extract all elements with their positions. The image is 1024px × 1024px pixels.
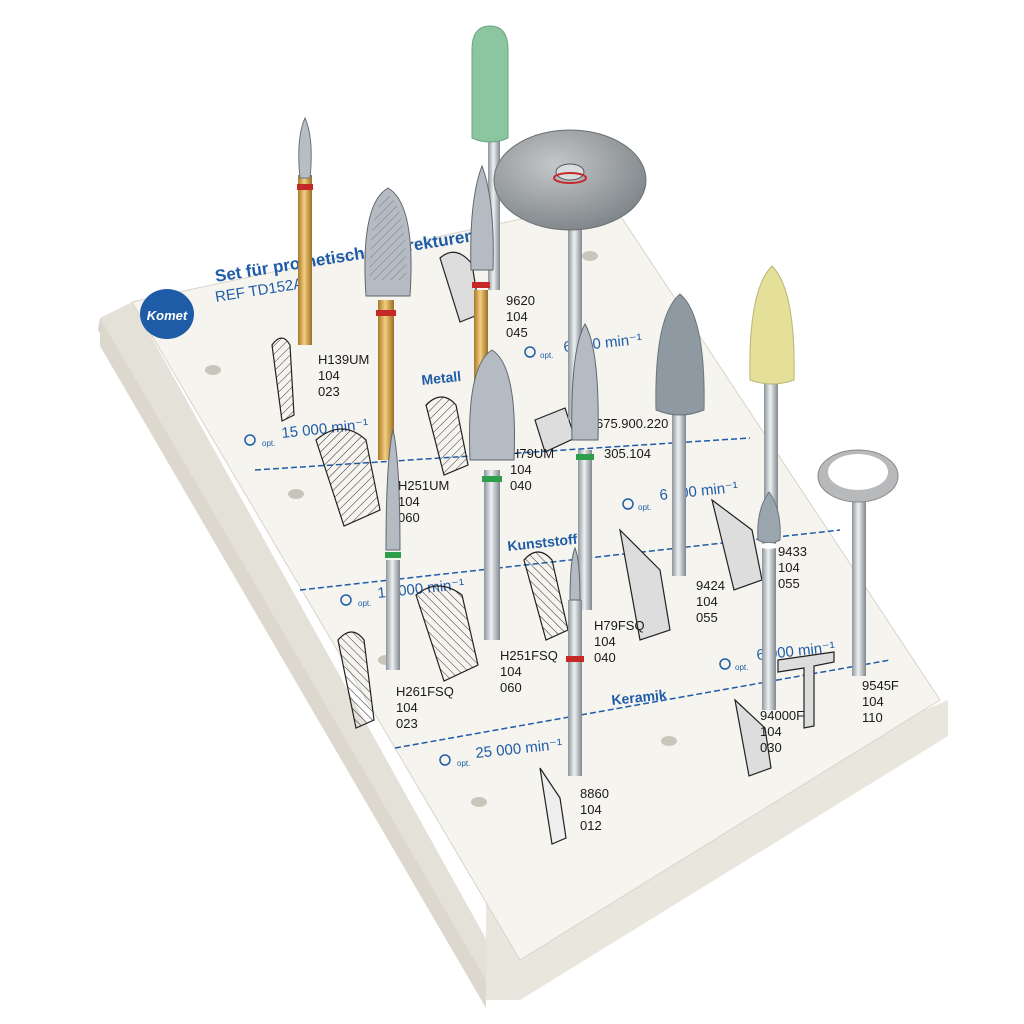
svg-text:104: 104 — [594, 634, 616, 649]
svg-text:055: 055 — [696, 610, 718, 625]
polisher-9424 — [655, 293, 705, 576]
svg-text:104: 104 — [760, 724, 782, 739]
bur-h261fsq — [385, 429, 401, 670]
label-h79um: H79UM 104 040 — [510, 446, 554, 493]
logo-text: Komet — [147, 308, 188, 323]
label-h79fsq: H79FSQ 104 040 — [594, 618, 645, 665]
svg-text:opt.: opt. — [457, 759, 470, 768]
svg-text:030: 030 — [760, 740, 782, 755]
svg-text:023: 023 — [396, 716, 418, 731]
svg-text:675.900.220: 675.900.220 — [596, 416, 668, 431]
svg-text:H79FSQ: H79FSQ — [594, 618, 645, 633]
svg-text:104: 104 — [500, 664, 522, 679]
label-9424: 9424 104 055 — [696, 578, 725, 625]
polisher-9545f — [817, 449, 899, 676]
svg-text:H139UM: H139UM — [318, 352, 369, 367]
svg-text:104: 104 — [696, 594, 718, 609]
svg-text:023: 023 — [318, 384, 340, 399]
svg-text:055: 055 — [778, 576, 800, 591]
svg-text:H79UM: H79UM — [510, 446, 554, 461]
code-labels: H139UM 104 023 H251UM 104 060 H79UM 104 … — [318, 293, 899, 833]
svg-text:104: 104 — [580, 802, 602, 817]
tray-hole — [288, 489, 304, 499]
bur-h79fsq — [571, 322, 599, 610]
label-h139um: H139UM 104 023 — [318, 352, 369, 399]
svg-text:9433: 9433 — [778, 544, 807, 559]
svg-text:060: 060 — [500, 680, 522, 695]
label-8860: 8860 104 012 — [580, 786, 609, 833]
svg-text:060: 060 — [398, 510, 420, 525]
svg-text:9545F: 9545F — [862, 678, 899, 693]
svg-text:opt.: opt. — [735, 663, 748, 672]
svg-text:9424: 9424 — [696, 578, 725, 593]
svg-text:104: 104 — [398, 494, 420, 509]
svg-text:110: 110 — [862, 710, 883, 725]
label-h251um: H251UM 104 060 — [398, 478, 449, 525]
polisher-94000f — [757, 491, 781, 710]
svg-text:opt.: opt. — [358, 599, 371, 608]
bur-8860 — [566, 546, 584, 776]
tray-hole — [471, 797, 487, 807]
svg-text:040: 040 — [594, 650, 616, 665]
svg-text:104: 104 — [396, 700, 418, 715]
komet-logo: Komet — [140, 289, 194, 339]
tray-hole — [582, 251, 598, 261]
svg-text:104: 104 — [510, 462, 532, 477]
svg-text:104: 104 — [862, 694, 884, 709]
svg-text:opt.: opt. — [540, 351, 553, 360]
svg-text:305.104: 305.104 — [604, 446, 651, 461]
svg-text:104: 104 — [318, 368, 340, 383]
svg-text:045: 045 — [506, 325, 528, 340]
svg-text:opt.: opt. — [262, 439, 275, 448]
svg-text:040: 040 — [510, 478, 532, 493]
label-9620: 9620 104 045 — [506, 293, 535, 340]
disc-675 — [493, 129, 647, 420]
label-h251fsq: H251FSQ 104 060 — [500, 648, 558, 695]
section-metall: Metall — [421, 368, 462, 388]
instrument-drawings — [271, 251, 835, 845]
tray-hole — [205, 365, 221, 375]
label-94000f: 94000F 104 030 — [760, 708, 804, 755]
instruments — [297, 25, 899, 776]
section-kunststoff: Kunststoff — [507, 531, 579, 554]
label-9545f: 9545F 104 110 — [862, 678, 899, 725]
svg-text:H261FSQ: H261FSQ — [396, 684, 454, 699]
svg-text:9620: 9620 — [506, 293, 535, 308]
svg-text:104: 104 — [506, 309, 528, 324]
label-675: 675.900.220 305.104 — [596, 416, 668, 461]
svg-text:104: 104 — [778, 560, 800, 575]
bur-h251um — [364, 187, 412, 460]
section-keramik: Keramik — [611, 686, 668, 708]
svg-text:opt.: opt. — [638, 503, 651, 512]
svg-text:H251UM: H251UM — [398, 478, 449, 493]
tray-hole — [661, 736, 677, 746]
svg-text:H251FSQ: H251FSQ — [500, 648, 558, 663]
label-9433: 9433 104 055 — [778, 544, 807, 591]
svg-text:012: 012 — [580, 818, 602, 833]
bur-h79um — [469, 349, 515, 640]
svg-text:94000F: 94000F — [760, 708, 804, 723]
bur-h139um — [297, 116, 313, 345]
svg-text:8860: 8860 — [580, 786, 609, 801]
label-h261fsq: H261FSQ 104 023 — [396, 684, 454, 731]
